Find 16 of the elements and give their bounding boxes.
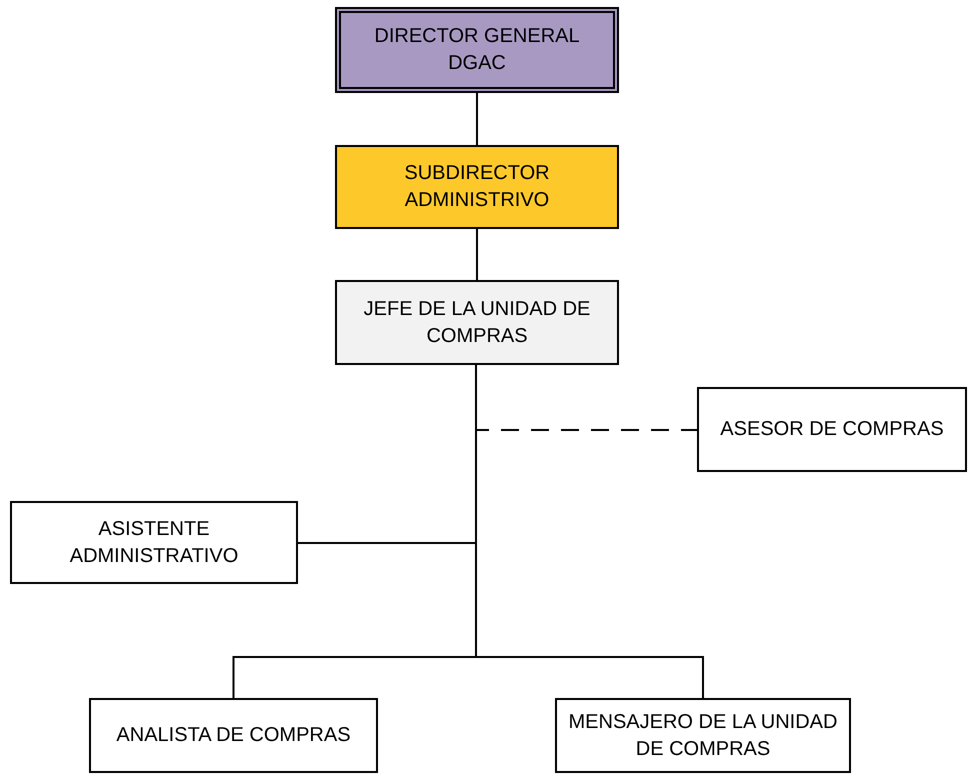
position-title: ASESOR DE COMPRAS	[720, 417, 944, 442]
position-box	[335, 280, 619, 365]
position-title: DIRECTOR GENERAL DGAC	[373, 24, 581, 76]
connector-line	[476, 93, 478, 145]
position-box	[89, 698, 378, 773]
position-title: ANALISTA DE COMPRAS	[116, 723, 351, 748]
position-box	[335, 145, 619, 229]
position-box	[555, 698, 851, 773]
position-box	[335, 7, 619, 93]
position-title: MENSAJERO DE LA UNIDAD DE COMPRAS	[568, 710, 838, 762]
position-box	[697, 387, 967, 472]
position-title: ASISTENTE ADMINISTRATIVO	[68, 516, 240, 568]
position-title: JEFE DE LA UNIDAD DE COMPRAS	[362, 296, 592, 348]
position-box	[10, 501, 298, 584]
connector-line	[476, 229, 478, 280]
position-title: SUBDIRECTOR ADMINISTRIVO	[403, 161, 551, 213]
